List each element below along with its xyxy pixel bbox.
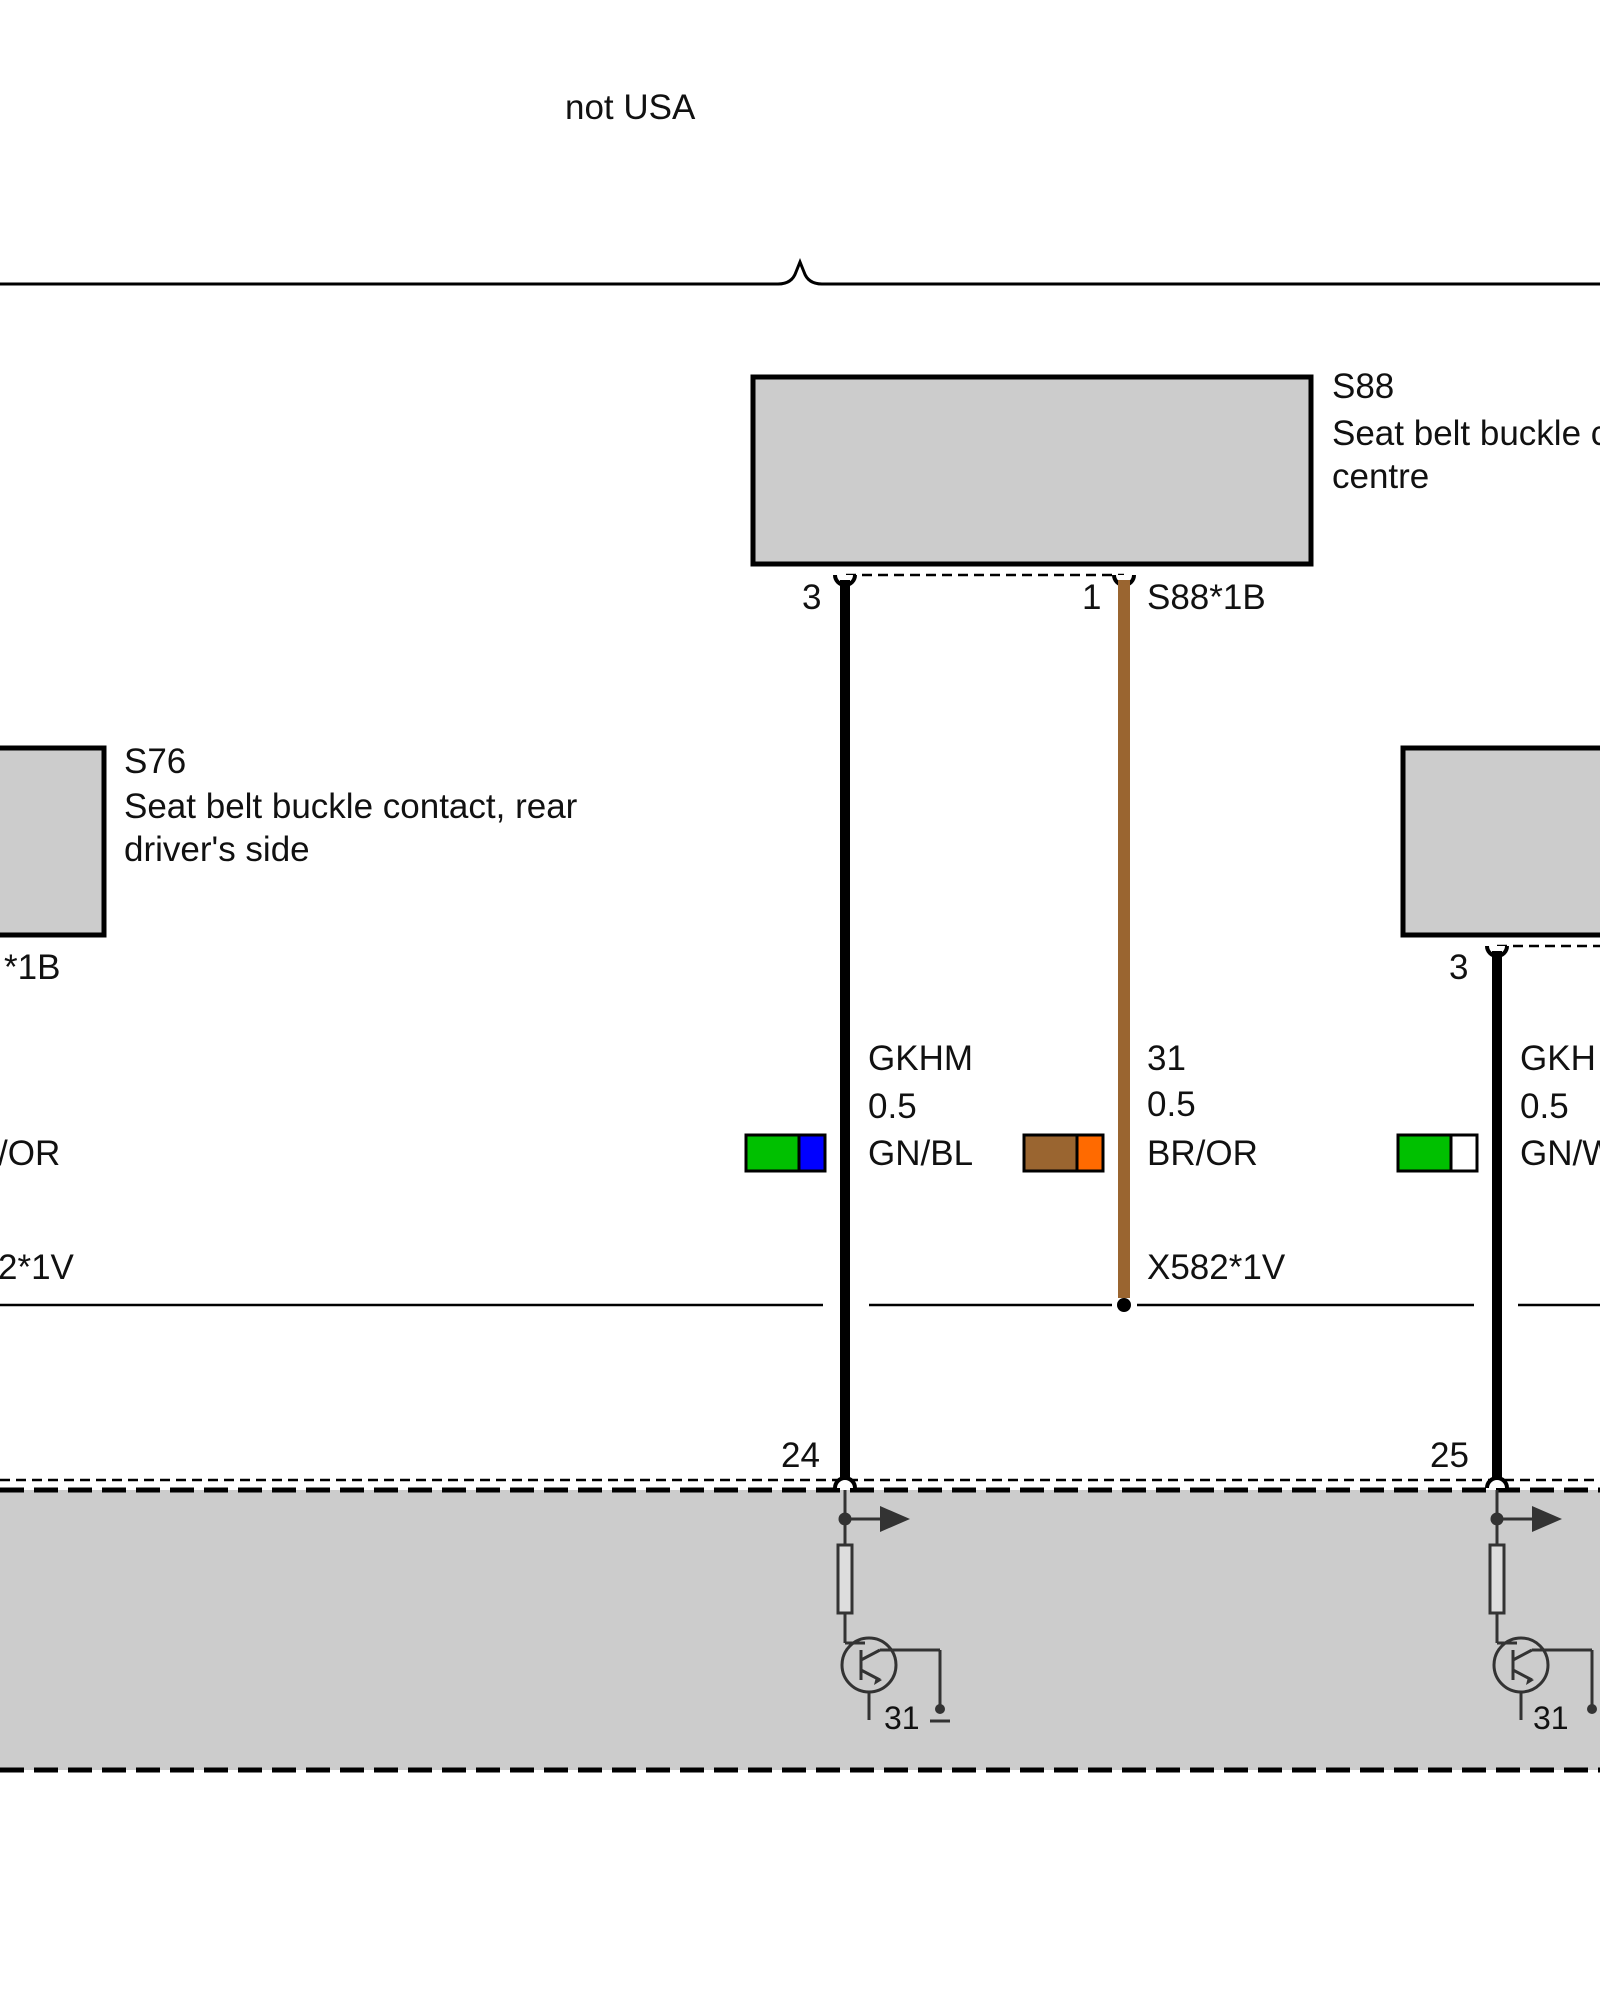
gkhm-b-color-swatch-primary — [1396, 1133, 1453, 1173]
s88-connector-label: S88*1B — [1147, 578, 1266, 617]
gkhm-b-signal: GKH — [1520, 1039, 1596, 1078]
gkhm-b-color-code: GN/W — [1520, 1134, 1600, 1173]
gkhm-a-gauge: 0.5 — [868, 1087, 917, 1126]
right-component-box[interactable] — [1400, 745, 1600, 938]
s76-description-line2: driver's side — [124, 830, 310, 869]
s88-description-line2: centre — [1332, 457, 1429, 496]
left-wire-color-code: /OR — [0, 1134, 60, 1173]
pin-25-contact — [1485, 1476, 1509, 1489]
s88-pin-1: 1 — [1082, 578, 1101, 617]
region-label: not USA — [565, 88, 696, 127]
output-arrow-a — [880, 1506, 910, 1532]
ground-color-code: BR/OR — [1147, 1134, 1258, 1173]
control-unit-box[interactable] — [0, 1490, 1600, 1770]
gkhm-b-gauge: 0.5 — [1520, 1087, 1569, 1126]
s76-id: S76 — [124, 742, 186, 781]
region-bracket — [0, 257, 1600, 286]
ground-node-b — [1587, 1704, 1597, 1714]
control-unit-pin-25: 25 — [1430, 1436, 1469, 1475]
s88-pin-3: 3 — [802, 578, 821, 617]
gkhm-b-color-swatch-secondary — [1449, 1133, 1479, 1173]
ground-gauge: 0.5 — [1147, 1085, 1196, 1124]
transistor-arrow-b — [1526, 1677, 1534, 1685]
gkhm-a-color-swatch-primary — [744, 1133, 801, 1173]
right-box-pin-3: 3 — [1449, 948, 1468, 987]
ground-color-swatch-secondary — [1075, 1133, 1105, 1173]
transistor-arrow-a — [874, 1677, 882, 1685]
gkhm-a-color-swatch-secondary — [797, 1133, 827, 1173]
input-circuit-b — [1488, 1490, 1594, 1720]
output-arrow-b — [1532, 1506, 1562, 1532]
ground-color-swatch-primary — [1022, 1133, 1079, 1173]
s76-component-box[interactable] — [0, 745, 107, 938]
left-wire-connector-label: 2*1V — [0, 1248, 75, 1287]
s76-connector-label: *1B — [4, 948, 60, 987]
gkhm-a-signal: GKHM — [868, 1039, 973, 1078]
s88-description-line1: Seat belt buckle c — [1332, 414, 1600, 453]
control-unit-ground-b: 31 — [1533, 1700, 1569, 1736]
pin-24-contact — [833, 1476, 857, 1489]
ground-signal: 31 — [1147, 1039, 1186, 1078]
s88-component-box[interactable] — [750, 374, 1314, 567]
s76-description-line1: Seat belt buckle contact, rear — [124, 787, 578, 826]
gkhm-a-color-code: GN/BL — [868, 1134, 973, 1173]
ground-connector-label: X582*1V — [1147, 1248, 1286, 1287]
input-circuit-a — [836, 1490, 950, 1723]
s88-id: S88 — [1332, 367, 1394, 406]
control-unit-pin-24: 24 — [781, 1436, 820, 1475]
ground-wire-splice-point — [1117, 1298, 1131, 1312]
control-unit-ground-a: 31 — [884, 1700, 920, 1736]
ground-node-a — [935, 1704, 945, 1714]
